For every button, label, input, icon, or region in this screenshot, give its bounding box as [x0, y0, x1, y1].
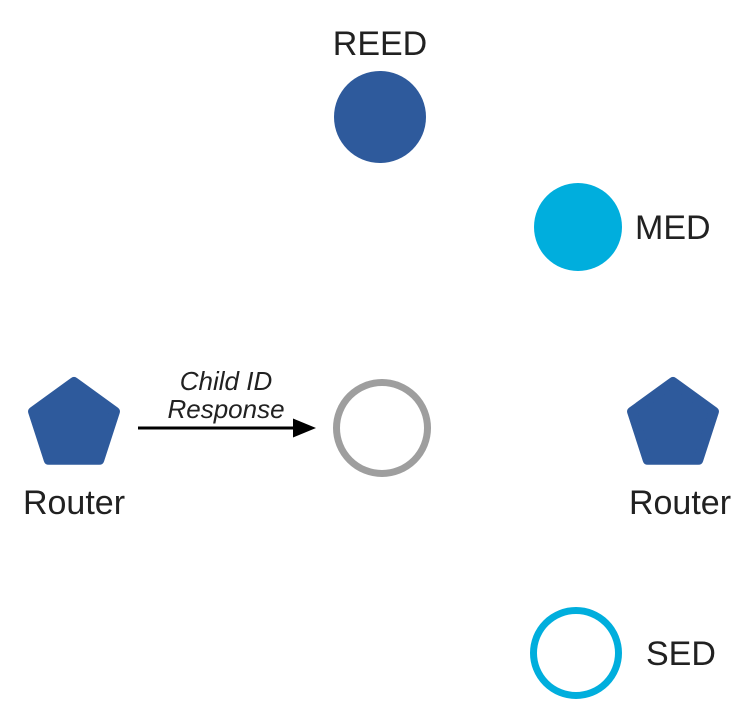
router-left-label: Router [23, 484, 125, 522]
edge-label-line1: Child ID [180, 366, 272, 396]
router-right-pentagon [627, 377, 719, 465]
sed-node-circle [530, 607, 622, 699]
child-id-response-arrowhead [293, 418, 316, 438]
med-label: MED [635, 209, 711, 247]
reed-label: REED [333, 25, 427, 63]
router-right-label: Router [629, 484, 731, 522]
edge-label-line2: Response [167, 394, 284, 424]
router-left-pentagon [28, 377, 120, 465]
sed-label: SED [646, 635, 716, 673]
reed-node-circle [334, 71, 426, 163]
med-node-circle [534, 183, 622, 271]
joining-node-circle [333, 379, 431, 477]
